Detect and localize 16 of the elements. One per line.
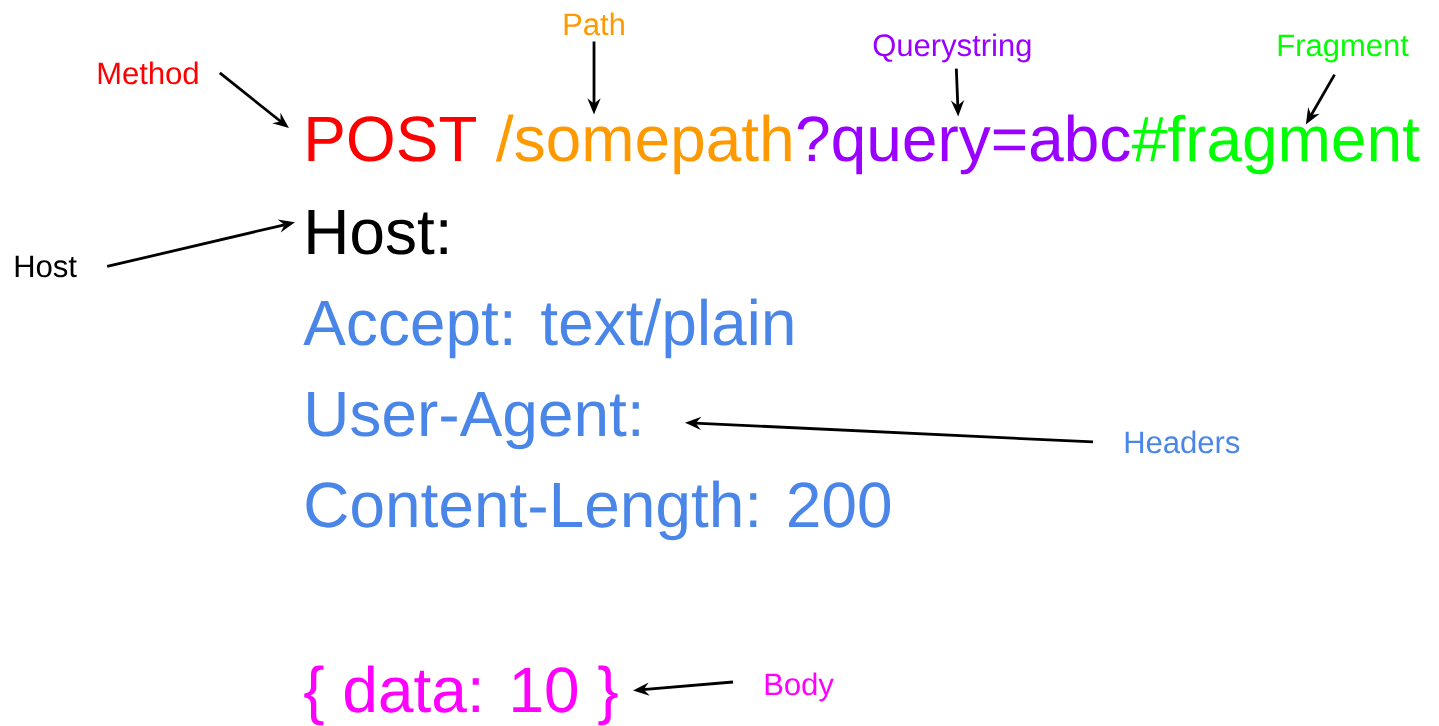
request-text: { data: 10 } — [304, 665, 618, 726]
request-text: ?query=abc — [797, 114, 1130, 175]
header-text: Content-Length: 200 — [306, 480, 891, 541]
request-text: #fragment — [1132, 114, 1420, 175]
request-text: POST — [308, 116, 476, 162]
part-label: Fragment — [1278, 34, 1409, 63]
header-text: Accept: text/plain — [303, 298, 793, 359]
part-label: Querystring — [873, 33, 1031, 63]
part-label: Method — [98, 61, 198, 85]
request-text: /somepath — [495, 114, 791, 175]
request-text: User-Agent: — [308, 391, 639, 450]
part-label: Path — [564, 12, 624, 36]
request-text: Host: — [308, 209, 447, 255]
part-label: Headers — [1125, 430, 1240, 454]
part-label: Host — [15, 255, 77, 278]
part-label: Body — [765, 672, 834, 702]
